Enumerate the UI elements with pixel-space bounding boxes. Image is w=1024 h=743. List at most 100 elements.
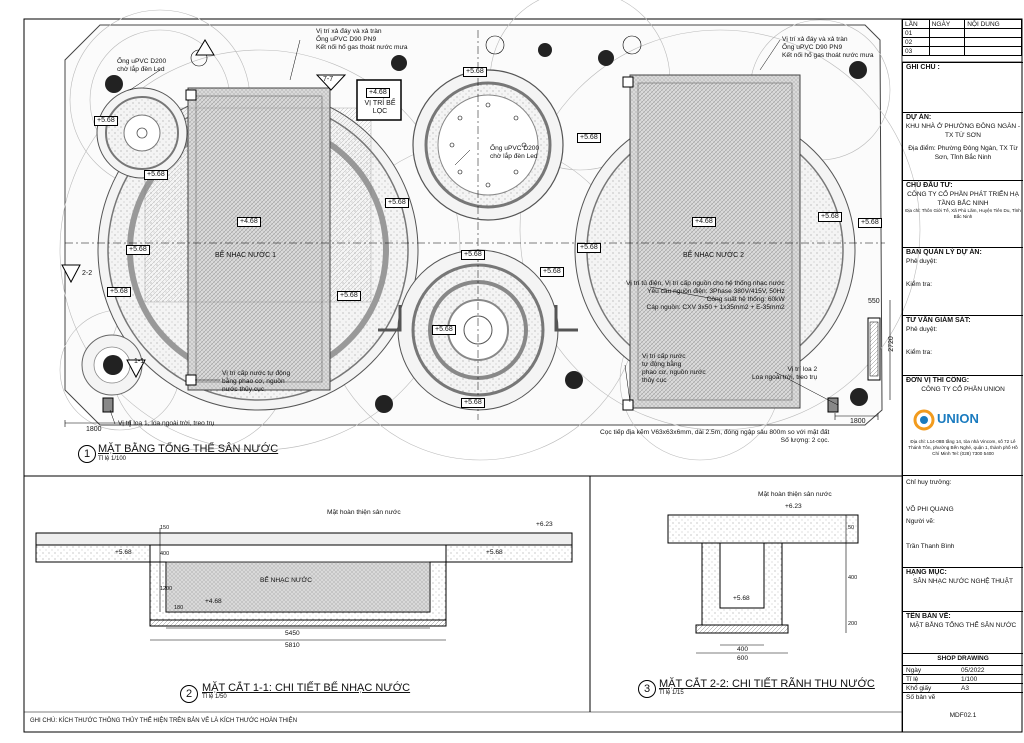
level-tag: +5.68	[94, 116, 118, 126]
nguoi-ve-label: Người vẽ:	[906, 518, 935, 525]
level-tag: +4.68	[237, 217, 261, 227]
note-pipe-left: Ống uPVC D200 chờ lắp đèn Led	[117, 58, 167, 73]
note-water-left: Vị trí cấp nước tự động bằng phao cơ, ng…	[222, 370, 291, 393]
drawing-number: MDF02.1	[949, 712, 977, 719]
shop-drawing: SHOP DRAWING	[937, 655, 989, 662]
level-tag: +5.68	[463, 67, 487, 77]
don-vi-label: ĐƠN VỊ THI CÔNG:	[906, 377, 970, 384]
tv-kiem-tra: Kiểm tra:	[906, 349, 933, 356]
info-key-date: Ngày	[906, 667, 922, 674]
chu-dau-tu-label: CHỦ ĐẦU TƯ:	[906, 182, 953, 189]
level-tag: +5.68	[461, 398, 485, 408]
level-tag: +4.68	[692, 217, 716, 227]
nguoi-ve-name: Trần Thanh Bình	[906, 543, 955, 550]
chu-dau-tu-name: CÔNG TY CỔ PHẦN PHÁT TRIỂN HẠ TẦNG BẮC N…	[907, 191, 1019, 207]
du-an-name: KHU NHÀ Ở PHƯỜNG ĐÔNG NGÀN - TX TỪ SƠN	[905, 123, 1021, 139]
s2-level-568: +5.68	[733, 595, 750, 602]
chu-dau-tu-address: Địa chỉ: Thôn Giới Tế, Xã Phù Lãm, Huyện…	[905, 208, 1021, 219]
s1-dim-400: 400	[160, 551, 170, 557]
info-val-paper: A3	[961, 685, 969, 692]
level-tag: +5.68	[107, 287, 131, 297]
note-speaker1: Vị trí loa 1, loa ngoài trời, treo trụ	[118, 420, 215, 427]
section1-scale: Tỉ lệ 1/50	[202, 694, 227, 700]
dim-label: 2720	[887, 336, 895, 352]
s1-pool-label: BỂ NHẠC NƯỚC	[260, 577, 312, 584]
filter-label: VỊ TRÍ BỂ LỌC	[364, 100, 396, 115]
rev-row-2: 02	[902, 37, 930, 47]
info-val-date: 05/2022	[961, 667, 985, 674]
level-tag: +5.68	[540, 267, 564, 277]
s2-dim-400-v: 400	[848, 575, 858, 581]
pool1-label: BỂ NHẠC NƯỚC 1	[215, 252, 276, 259]
footer-note: GHI CHÚ: KÍCH THƯỚC THÔNG THỦY THỂ HIỆN …	[30, 718, 298, 724]
level-tag: +5.68	[461, 250, 485, 260]
ten-ban-ve-label: TÊN BẢN VẼ:	[906, 613, 951, 620]
cut-label: 2-2	[82, 270, 93, 277]
don-vi-name: CÔNG TY CỔ PHẦN UNION	[921, 386, 1005, 393]
note-drain-right: Vị trí xả đáy và xả tràn Ống uPVC D90 PN…	[782, 36, 874, 59]
union-logo: UNION	[937, 411, 979, 426]
s1-finish-label: Mặt hoàn thiện sân nước	[327, 509, 401, 516]
s2-level-623: +6.23	[785, 503, 802, 510]
pool2-label: BỂ NHẠC NƯỚC 2	[683, 252, 744, 259]
ghi-chu-label: GHI CHÚ :	[906, 64, 940, 71]
plan-scale: Tỉ lệ 1/100	[98, 456, 127, 462]
chi-huy-label: Chỉ huy trưởng:	[906, 479, 952, 486]
chi-huy-name: VÕ PHI QUANG	[906, 506, 954, 513]
info-val-scale: 1/100	[961, 676, 978, 683]
dim-label: 550	[868, 298, 880, 305]
tv-phe-duyet: Phê duyệt:	[906, 326, 938, 333]
revision-table: LẦN NGÀY NỘI DUNG 01 02 03	[902, 19, 1022, 56]
s1-dim-5810: 5810	[285, 642, 300, 649]
note-drain-top: Vị trí xả đáy và xả tràn Ống uPVC D90 PN…	[316, 28, 408, 51]
s1-dim-1200: 1200	[160, 586, 173, 592]
ten-ban-ve-name: MẶT BẰNG TỔNG THỂ SÂN NƯỚC	[909, 622, 1017, 629]
s1-dim-150: 150	[160, 525, 170, 531]
level-tag: +5.68	[577, 133, 601, 143]
s2-finish-label: Mặt hoàn thiện sân nước	[758, 491, 832, 498]
note-stake: Cọc tiếp địa kẽm V63x63x6mm, dài 2.5m, đ…	[600, 429, 830, 444]
level-tag: +5.68	[432, 325, 456, 335]
section1-title: MẶT CẮT 1-1: CHI TIẾT BỂ NHẠC NƯỚC	[202, 682, 411, 694]
note-pipe-center: Ống uPVC D200 chờ lắp đèn Led	[490, 145, 540, 160]
info-key-scale: Tỉ lệ	[906, 676, 919, 683]
hang-muc-label: HẠNG MỤC:	[906, 569, 947, 576]
du-an-location: Địa điểm: Phường Đông Ngàn, TX Từ Sơn, T…	[908, 145, 1018, 161]
info-key-sheet-no: Số bản vẽ	[906, 694, 936, 701]
view-number-2: 2	[180, 685, 198, 703]
s2-dim-600: 600	[737, 655, 749, 662]
s2-dim-200: 200	[848, 621, 858, 627]
hang-muc-name: SÂN NHẠC NƯỚC NGHỆ THUẬT	[913, 578, 1013, 585]
rev-row-1: 01	[902, 28, 930, 38]
rev-header-noidung: NỘI DUNG	[964, 19, 1022, 29]
level-tag: +5.68	[818, 212, 842, 222]
info-key-paper: Khổ giấy	[906, 685, 932, 692]
s1-dim-180: 180	[174, 605, 184, 611]
rev-header-ngay: NGÀY	[928, 19, 966, 29]
note-water-center: Vị trí cấp nước tự động bằng phao cơ, ng…	[642, 353, 706, 384]
tu-van-label: TƯ VẤN GIÁM SÁT:	[906, 317, 971, 324]
s1-level-568-left: +5.68	[115, 549, 132, 556]
s1-level-568-right: +5.68	[486, 549, 503, 556]
level-tag: +4.68	[366, 88, 390, 98]
section2-title: MẶT CẮT 2-2: CHI TIẾT RÃNH THU NƯỚC	[659, 678, 875, 690]
du-an-label: DỰ ÁN:	[906, 114, 932, 121]
dim-label: 1800	[86, 426, 102, 433]
cut-label: 1-1	[134, 358, 145, 365]
rev-header-lan: LẦN	[902, 19, 930, 29]
s1-dim-5450: 5450	[285, 630, 300, 637]
section2-scale: Tỉ lệ 1/15	[659, 690, 684, 696]
note-cabinet: Vị trí tủ điện, Vị trí cấp nguồn cho hệ …	[626, 280, 785, 311]
view-number-3: 3	[638, 680, 656, 698]
s1-level-623: +6.23	[536, 521, 553, 528]
level-tag: +5.68	[385, 198, 409, 208]
don-vi-address: Địa chỉ: L14-08B tầng 14, tòa nhà Vincom…	[908, 439, 1018, 456]
dim-label: 1800	[850, 418, 866, 425]
level-tag: +5.68	[126, 245, 150, 255]
title-block: GHI CHÚ : DỰ ÁN: KHU NHÀ Ở PHƯỜNG ĐÔNG N…	[902, 62, 1023, 732]
rev-row-3: 03	[902, 46, 930, 56]
level-tag: +5.68	[337, 291, 361, 301]
bql-phe-duyet: Phê duyệt:	[906, 258, 938, 265]
